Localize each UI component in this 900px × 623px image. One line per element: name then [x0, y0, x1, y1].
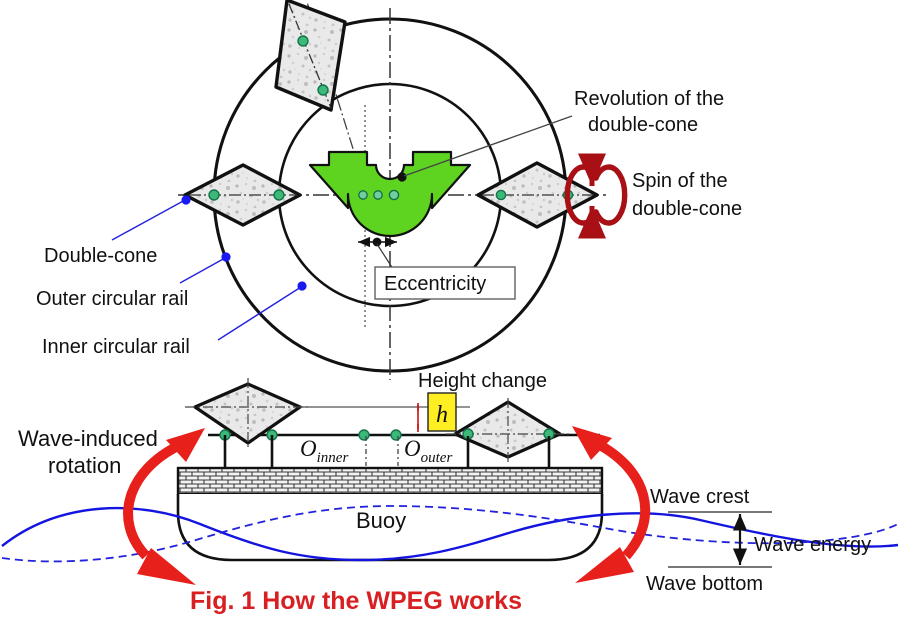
rail-contact-dot: [297, 35, 309, 47]
outer-rail-label: Outer circular rail: [36, 288, 188, 310]
side-double-cone-left: [185, 378, 310, 468]
height-change-label: Height change: [418, 370, 547, 392]
wave-dashed-line: [1, 505, 899, 563]
wave-rotation-arrow-right: [572, 426, 651, 583]
rail-contact-dot: [390, 429, 402, 441]
o-outer-label: Oouter: [404, 436, 452, 466]
inner-rail-label: Inner circular rail: [42, 336, 190, 358]
wave-bottom-label: Wave bottom: [646, 573, 763, 595]
spin-label-line1: Spin of the: [632, 170, 728, 192]
wave-energy-label: Wave energy: [754, 534, 871, 556]
height-symbol: h: [436, 402, 448, 428]
double-cone-left: [183, 163, 302, 227]
side-double-cone-right: [446, 398, 572, 468]
height-symbol-box: [427, 392, 457, 432]
rail-contact-dot: [208, 189, 220, 201]
spin-label-line2: double-cone: [632, 198, 742, 220]
revolution-leader-dot: [397, 172, 407, 182]
revolution-leader-line: [403, 115, 573, 177]
rail-contact-dot: [273, 189, 285, 201]
hub-dot: [388, 189, 400, 201]
eccentricity-box: [374, 266, 516, 300]
revolution-label-line2: double-cone: [588, 114, 698, 136]
wave-rotation-label-line2: rotation: [48, 453, 121, 478]
eccentricity-label: Eccentricity: [384, 273, 486, 295]
revolution-label-line1: Revolution of the: [574, 88, 724, 110]
double-cone-right: [476, 161, 599, 229]
wave-crest-label: Wave crest: [650, 486, 750, 508]
rail-contact-dot: [317, 84, 329, 96]
hub-dot: [358, 190, 368, 200]
wave-rotation-label-line1: Wave-induced: [18, 426, 158, 451]
hub-dot: [373, 190, 383, 200]
double-cone-label: Double-cone: [44, 245, 157, 267]
buoy-deck: [176, 466, 604, 496]
double-cone-top: [274, 0, 347, 112]
wave-rotation-arrow-left: [123, 428, 205, 585]
figure-title: Fig. 1 How the WPEG works: [190, 587, 522, 615]
top-view-group: Eccentricity Double-cone Outer circular …: [36, 0, 742, 380]
rail-contact-dot: [495, 189, 507, 201]
spin-loop-icon: [564, 153, 628, 239]
rail-contact-dot: [358, 429, 370, 441]
side-view-group: Height change h: [1, 370, 899, 595]
top-view-leaders: [111, 195, 307, 341]
buoy-label: Buoy: [356, 508, 406, 533]
o-inner-label: Oinner: [300, 436, 348, 466]
